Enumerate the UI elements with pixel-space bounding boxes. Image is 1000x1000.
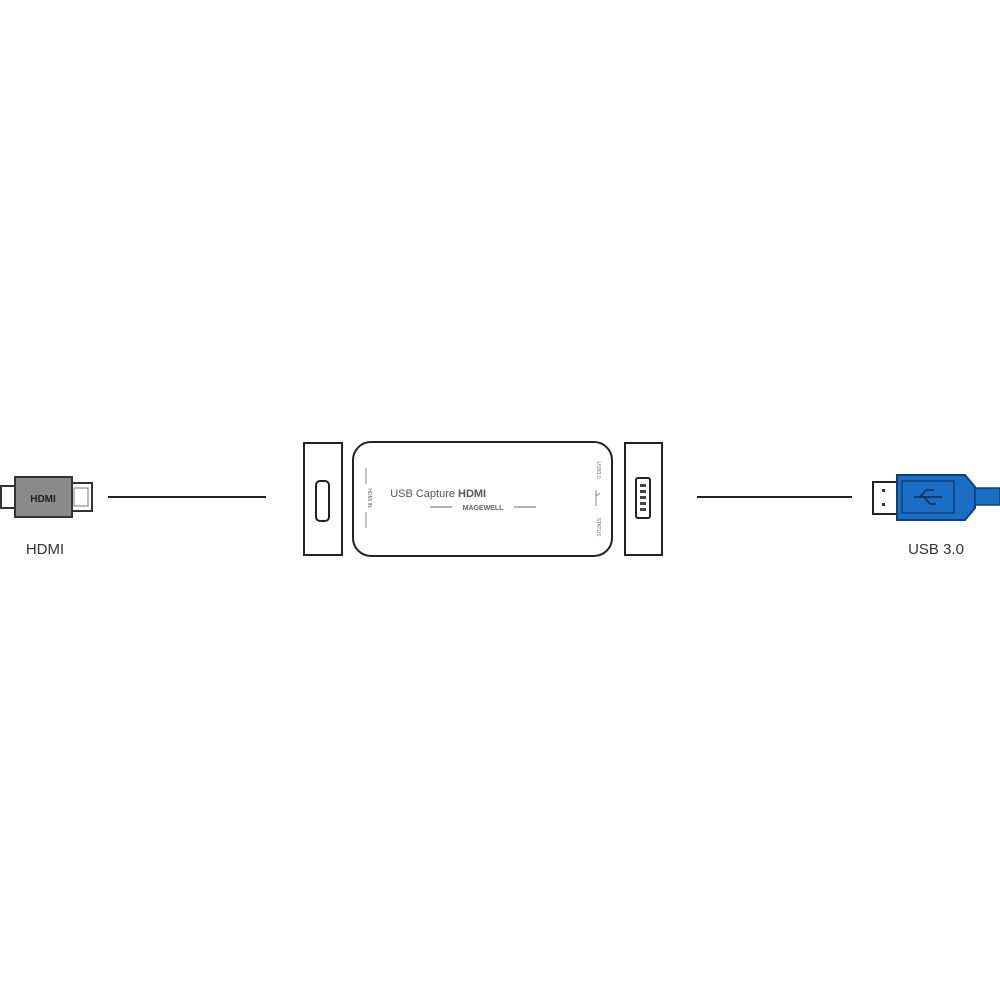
hdmi-label: HDMI [26,541,64,558]
hdmi-plug-icon: HDMI [0,476,93,518]
hdmi-logo-text: HDMI [30,494,56,505]
usb-plug-icon [872,474,1000,521]
capture-device: HDMI IN USB Capture HDMI MAGEWELL USB3.0… [352,441,613,557]
device-title-bold: HDMI [458,488,486,500]
usb-port-face [624,442,663,556]
device-title-regular: USB Capture [390,488,455,500]
usb-symbol-icon [595,490,601,506]
hdmi-port-icon [315,480,330,522]
usb-side-text: USB3.0 [595,461,601,478]
brand-logo: MAGEWELL [463,505,505,512]
hdmi-in-text: HDMI IN [366,488,372,508]
usb-label: USB 3.0 [908,541,964,558]
status-side-text: STATUS [595,518,601,538]
hdmi-port-face [303,442,343,556]
